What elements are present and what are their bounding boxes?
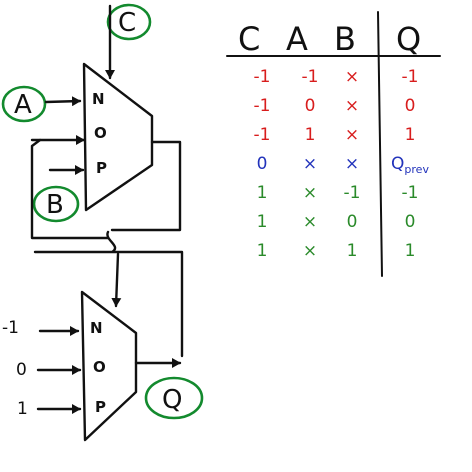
top-mux-pin-o: O [94, 124, 107, 142]
q-label-circle [144, 376, 204, 420]
table-cell-c-row-1: -1 [254, 67, 271, 87]
table-column-divider [377, 11, 383, 277]
a-label-circle [1, 85, 47, 123]
table-cell-c-row-2: -1 [254, 96, 271, 116]
bottom-mux-pin-p: P [95, 398, 106, 416]
top-mux-pin-p: P [96, 159, 107, 177]
table-cell-b-row-2: × [345, 96, 359, 116]
table-cell-q-row-7: 1 [405, 241, 416, 261]
table-cell-a-row-3: 1 [305, 125, 316, 145]
table-cell-a-row-1: -1 [302, 67, 319, 87]
input-1-label: 1 [17, 399, 28, 419]
truth-table: C A B Q -1 -1 × -1 -1 0 × 0 -1 1 × 1 0 × × Qprev 1 × -1 -1 1… [226, 11, 441, 277]
header-c: C [238, 20, 260, 58]
c-label: C [118, 8, 136, 38]
table-cell-q-row-5: -1 [402, 183, 419, 203]
table-cell-b-row-1: × [345, 67, 359, 87]
table-cell-q-row-2: 0 [405, 96, 416, 116]
bottom-mux-pin-o: O [93, 358, 106, 376]
top-mux-body [82, 62, 154, 212]
table-cell-q-row-6: 0 [405, 212, 416, 232]
table-cell-c-row-4: 0 [257, 154, 268, 174]
table-cell-c-row-5: 1 [257, 183, 268, 203]
table-cell-a-row-5: × [303, 183, 317, 203]
header-q: Q [396, 20, 421, 58]
b-label-circle [32, 185, 80, 223]
table-cell-a-row-6: × [303, 212, 317, 232]
table-cell-c-row-7: 1 [257, 241, 268, 261]
inter-mux-wire [33, 230, 184, 358]
bottom-mux-pin-n: N [90, 319, 103, 337]
table-cell-b-row-3: × [345, 125, 359, 145]
table-cell-q-row-3: 1 [405, 125, 416, 145]
table-cell-b-row-6: 0 [347, 212, 358, 232]
table-cell-c-row-6: 1 [257, 212, 268, 232]
a-input-arrow [44, 96, 82, 107]
table-cell-q-row-4: Qprev [391, 154, 429, 176]
table-cell-b-row-4: × [345, 154, 359, 174]
bottom-select-arrow [111, 252, 122, 308]
table-cell-q-row-1: -1 [402, 67, 419, 87]
input-neg1-label: -1 [2, 318, 19, 338]
table-cell-a-row-2: 0 [305, 96, 316, 116]
header-b: B [334, 20, 356, 58]
table-cell-b-row-7: 1 [347, 241, 358, 261]
input-0-label: 0 [16, 360, 27, 380]
table-cell-a-row-4: × [303, 154, 317, 174]
c-label-circle [106, 3, 152, 41]
bottom-mux-body [80, 290, 138, 442]
header-a: A [286, 20, 308, 58]
b-label: B [46, 190, 64, 220]
table-cell-a-row-7: × [303, 241, 317, 261]
bottom-mux: N O P -1 0 1 Q [2, 290, 204, 442]
a-label: A [14, 90, 32, 120]
table-cell-b-row-5: -1 [344, 183, 361, 203]
table-cell-c-row-3: -1 [254, 125, 271, 145]
q-label: Q [162, 385, 182, 415]
feedback-wire [30, 138, 182, 240]
top-mux-pin-n: N [92, 90, 105, 108]
top-mux: N O P C A B [1, 3, 182, 240]
